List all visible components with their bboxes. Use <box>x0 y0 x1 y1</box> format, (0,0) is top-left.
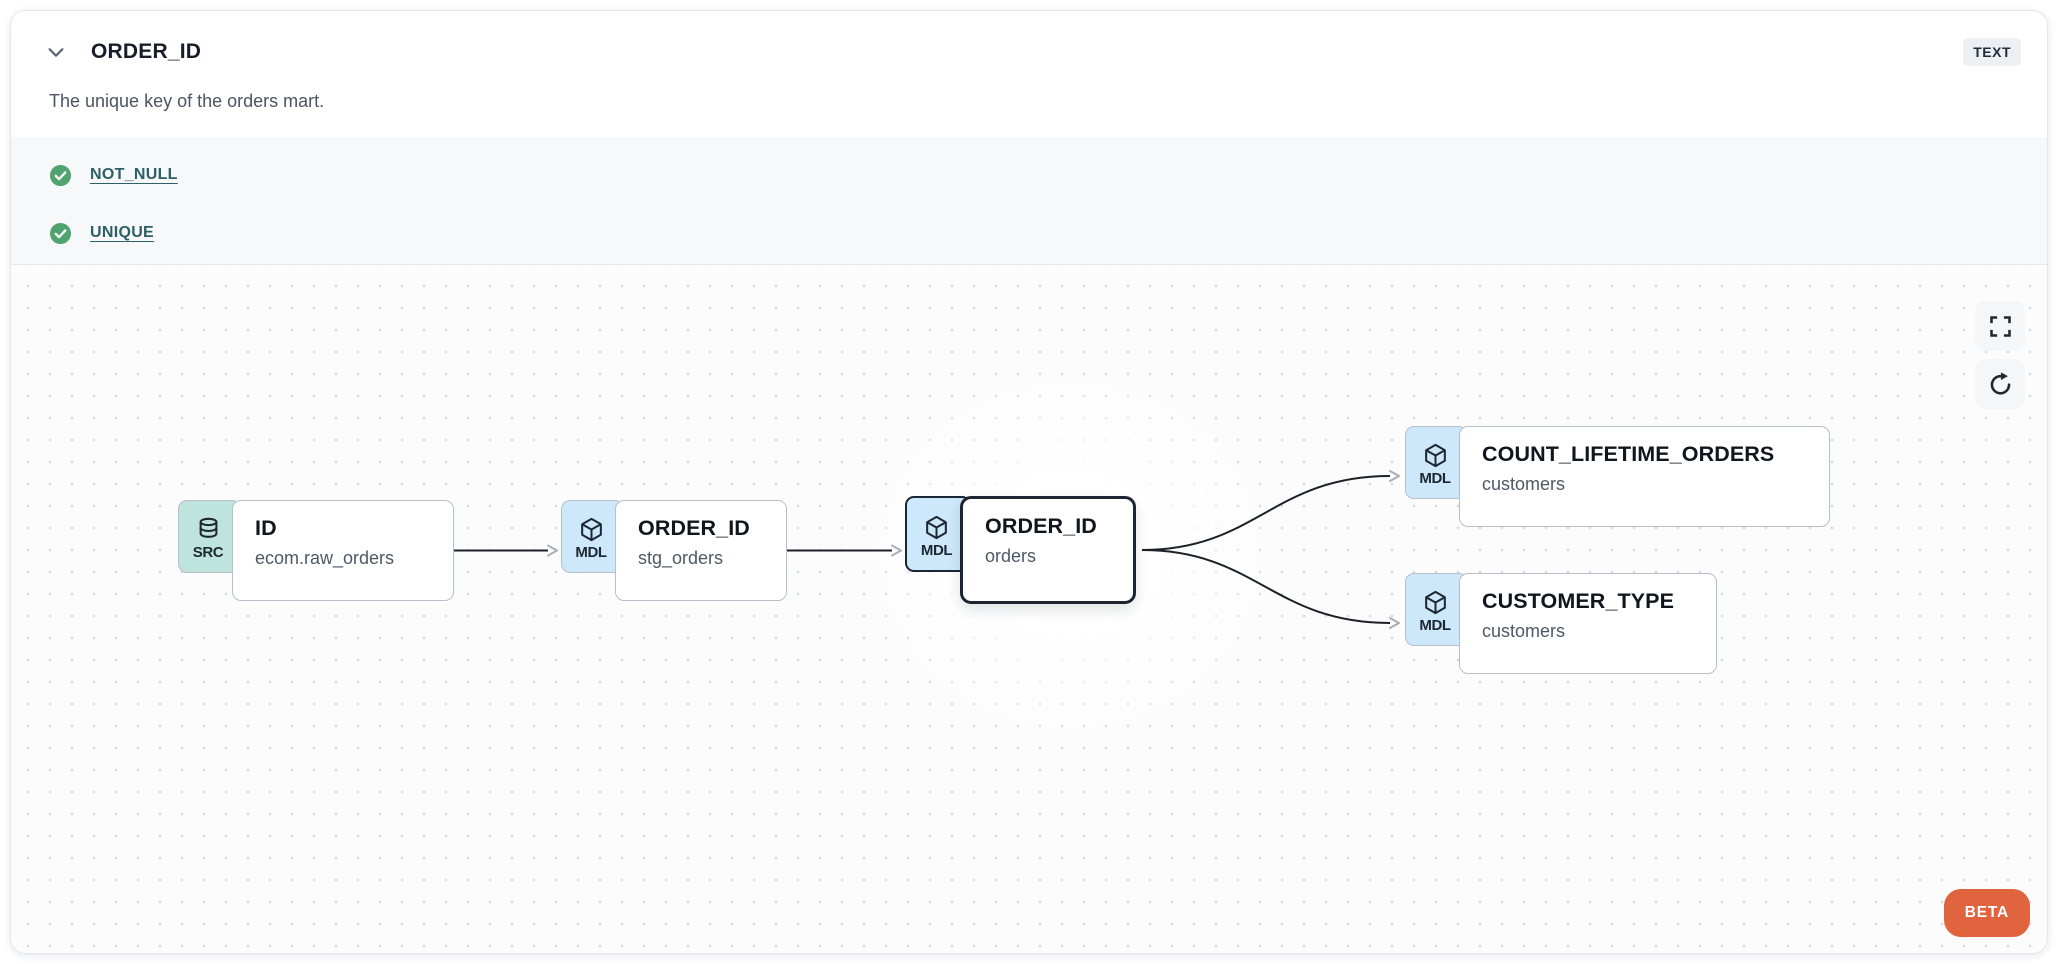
cube-icon <box>1422 442 1449 469</box>
test-link-not-null[interactable]: NOT_NULL <box>90 166 178 183</box>
node-title: CUSTOMER_TYPE <box>1482 589 1675 613</box>
node-title: COUNT_LIFETIME_ORDERS <box>1482 442 1775 466</box>
check-circle-icon <box>49 222 72 245</box>
column-description: The unique key of the orders mart. <box>49 91 325 111</box>
edge <box>1141 475 1391 551</box>
node-subtitle: ecom.raw_orders <box>255 548 395 568</box>
node-type-label: MDL <box>920 541 953 559</box>
node-type-label: MDL <box>1419 470 1451 487</box>
header: ORDER_ID TEXT The unique key of the orde… <box>11 11 2047 137</box>
lineage-node-count-lifetime-orders-customers[interactable]: MDL COUNT_LIFETIME_ORDERS customers <box>1405 426 1830 527</box>
refresh-icon <box>1987 371 2014 398</box>
node-type-tab: MDL <box>561 500 621 573</box>
database-icon <box>195 516 222 543</box>
node-card: ORDER_ID orders <box>960 496 1136 604</box>
collapse-button[interactable] <box>39 35 73 69</box>
edge <box>1141 549 1391 624</box>
canvas-controls <box>1975 301 2025 409</box>
node-card: ID ecom.raw_orders <box>232 500 454 601</box>
fullscreen-button[interactable] <box>1975 301 2025 351</box>
cube-icon <box>1422 589 1449 616</box>
node-type-label: MDL <box>575 544 607 561</box>
node-title: ORDER_ID <box>985 514 1097 538</box>
chevron-down-icon <box>45 41 67 63</box>
lineage-edges <box>454 470 1400 629</box>
beta-badge: BETA <box>1943 889 2030 937</box>
arrowhead-icon <box>1389 470 1400 482</box>
node-card: ORDER_ID stg_orders <box>615 500 787 601</box>
page-title: ORDER_ID <box>91 40 202 63</box>
node-subtitle: stg_orders <box>638 548 724 568</box>
node-title: ID <box>255 516 277 540</box>
node-card: COUNT_LIFETIME_ORDERS customers <box>1459 426 1830 527</box>
arrowhead-icon <box>1389 617 1400 629</box>
column-type-badge: TEXT <box>1963 38 2021 66</box>
cube-icon <box>923 514 950 541</box>
node-type-label: SRC <box>192 544 224 561</box>
check-circle-icon <box>49 164 72 187</box>
node-subtitle: orders <box>985 546 1037 566</box>
lineage-node-order-id-orders-selected[interactable]: MDL ORDER_ID orders <box>905 496 1136 604</box>
lineage-canvas[interactable]: SRC ID ecom.raw_orders MDL ORDER_ID stg_… <box>11 264 2047 953</box>
arrowhead-icon <box>891 544 902 557</box>
node-card: CUSTOMER_TYPE customers <box>1459 573 1717 674</box>
node-type-label: MDL <box>1419 617 1451 634</box>
node-type-tab: MDL <box>905 496 968 572</box>
lineage-node-order-id-stg-orders[interactable]: MDL ORDER_ID stg_orders <box>561 500 787 601</box>
node-title: ORDER_ID <box>638 516 750 540</box>
node-subtitle: customers <box>1482 474 1566 494</box>
tests-section: NOT_NULL UNIQUE <box>11 137 2047 264</box>
lineage-node-id-ecom-raw-orders[interactable]: SRC ID ecom.raw_orders <box>178 500 454 601</box>
test-row: UNIQUE <box>49 211 2019 255</box>
test-link-unique[interactable]: UNIQUE <box>90 224 155 241</box>
column-details-card: ORDER_ID TEXT The unique key of the orde… <box>10 10 2048 954</box>
lineage-node-customer-type-customers[interactable]: MDL CUSTOMER_TYPE customers <box>1405 573 1717 674</box>
fullscreen-icon <box>1987 313 2014 340</box>
node-type-tab: MDL <box>1405 573 1465 646</box>
node-type-tab: MDL <box>1405 426 1465 499</box>
node-type-tab: SRC <box>178 500 238 573</box>
node-subtitle: customers <box>1482 621 1566 641</box>
refresh-button[interactable] <box>1975 359 2025 409</box>
test-row: NOT_NULL <box>49 153 2019 197</box>
cube-icon <box>578 516 605 543</box>
arrowhead-icon <box>547 544 558 557</box>
